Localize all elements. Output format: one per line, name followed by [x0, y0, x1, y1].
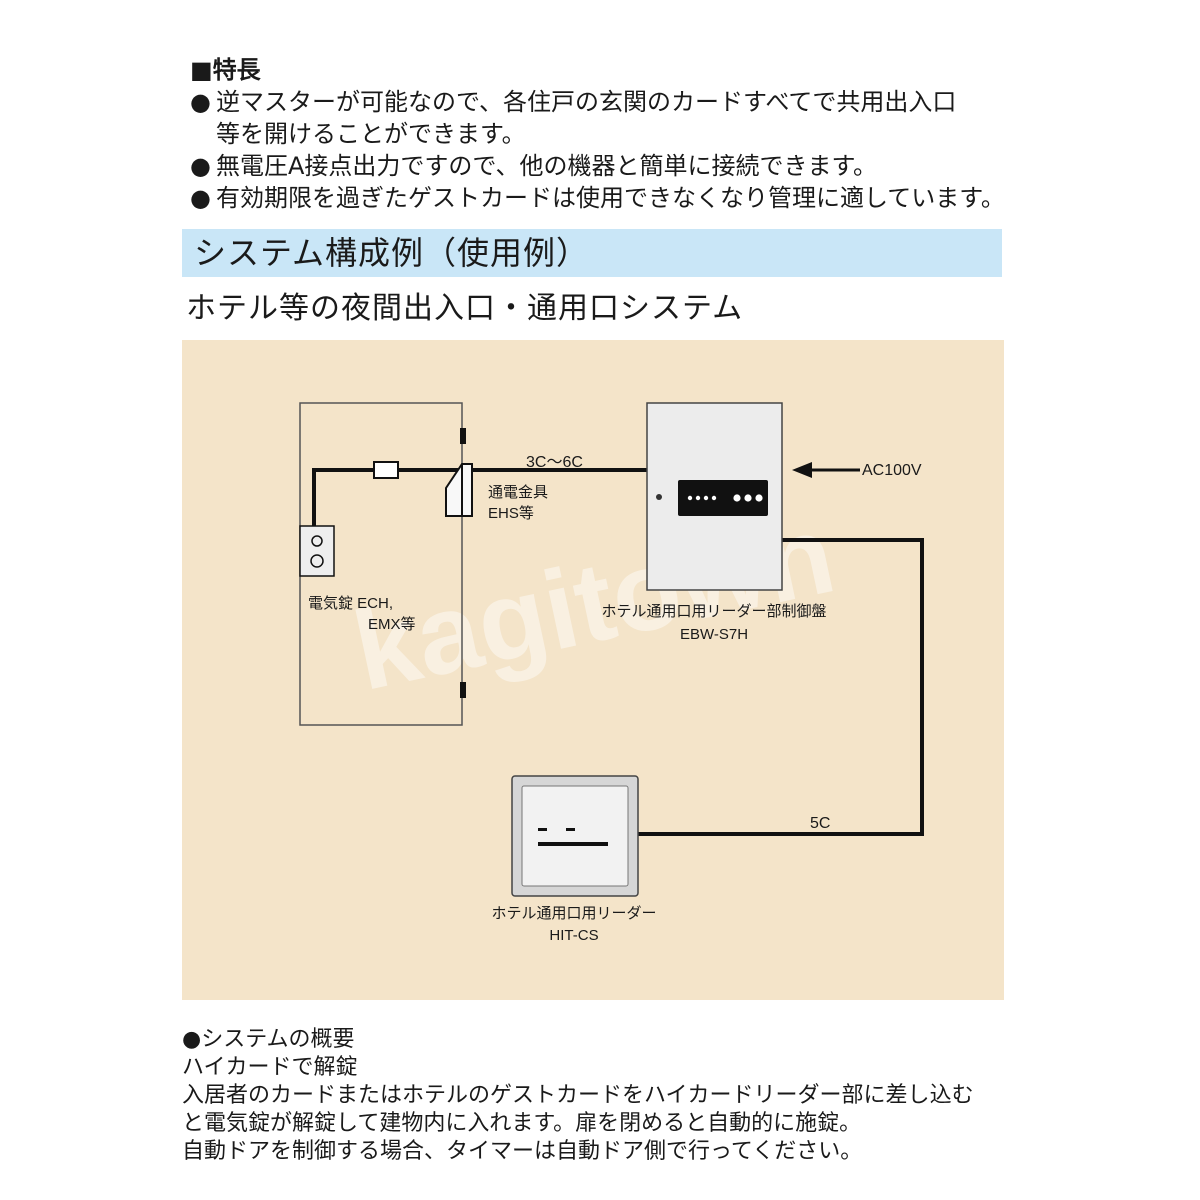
section-subtitle: ホテル等の夜間出入口・通用口システム	[186, 291, 744, 326]
ac-power-label: AC100V	[862, 462, 922, 479]
feature-item: ● 逆マスターが可能なので、各住戸の玄関のカードすべてで共用出入口 等を開けるこ…	[190, 86, 1020, 150]
power-hardware-icon	[445, 463, 473, 517]
electric-lock-icon	[299, 525, 335, 577]
reader-cable-5c	[638, 538, 924, 836]
summary-line: 自動ドアを制御する場合、タイマーは自動ドア側で行ってください。	[182, 1139, 863, 1164]
feature-text: 無電圧A接点出力ですので、他の機器と簡単に接続できます。	[216, 152, 878, 180]
card-reader-icon	[511, 775, 639, 897]
summary-line: と電気錠が解錠して建物内に入れます。扉を閉めると自動的に施錠。	[182, 1111, 862, 1136]
power-hardware-model: EHS等	[488, 504, 534, 522]
summary-block: ●システムの概要 ハイカードで解錠 入居者のカードまたはホテルのゲストカードをハ…	[182, 1026, 1022, 1166]
control-panel-icon	[646, 402, 783, 591]
reader-model: HIT-CS	[549, 927, 598, 944]
feature-item: ● 有効期限を過ぎたゲストカードは使用できなくなり管理に適しています。	[190, 182, 1020, 214]
features-list: ● 逆マスターが可能なので、各住戸の玄関のカードすべてで共用出入口 等を開けるこ…	[190, 86, 1020, 214]
bullet-icon: ●	[190, 184, 211, 212]
feature-text: 逆マスターが可能なので、各住戸の玄関のカードすべてで共用出入口	[216, 88, 957, 116]
system-diagram: kagitown	[299, 402, 924, 944]
door-cable	[312, 468, 647, 530]
cable-3c6c-label: 3C～6C	[526, 454, 583, 471]
control-panel-model: EBW-S7H	[680, 626, 748, 643]
summary-line: ハイカードで解錠	[182, 1055, 358, 1080]
hinge-icon	[460, 428, 466, 698]
power-hardware-label: 通電金具	[488, 484, 548, 501]
section-band	[182, 229, 1002, 277]
feature-text: 等を開けることができます。	[216, 120, 526, 148]
bullet-icon: ●	[190, 88, 211, 116]
section-title: システム構成例（使用例）	[194, 234, 590, 272]
cable-5c-label: 5C	[810, 815, 830, 832]
reader-label: ホテル通用口用リーダー	[491, 905, 656, 922]
control-panel-label: ホテル通用口用リーダー部制御盤	[601, 603, 826, 620]
electric-lock-model: EMX等	[368, 615, 416, 633]
summary-heading: ●システムの概要	[182, 1027, 355, 1052]
electric-lock-label: 電気錠 ECH,	[308, 595, 393, 612]
feature-text: 有効期限を過ぎたゲストカードは使用できなくなり管理に適しています。	[216, 184, 1005, 212]
ac-input-arrow-icon	[792, 462, 860, 478]
features-heading: ■特長	[190, 56, 261, 84]
cable-connector-icon	[373, 461, 399, 479]
summary-line: 入居者のカードまたはホテルのゲストカードをハイカードリーダー部に差し込む	[182, 1083, 974, 1108]
feature-item: ● 無電圧A接点出力ですので、他の機器と簡単に接続できます。	[190, 150, 1020, 182]
bullet-icon: ●	[190, 152, 211, 180]
